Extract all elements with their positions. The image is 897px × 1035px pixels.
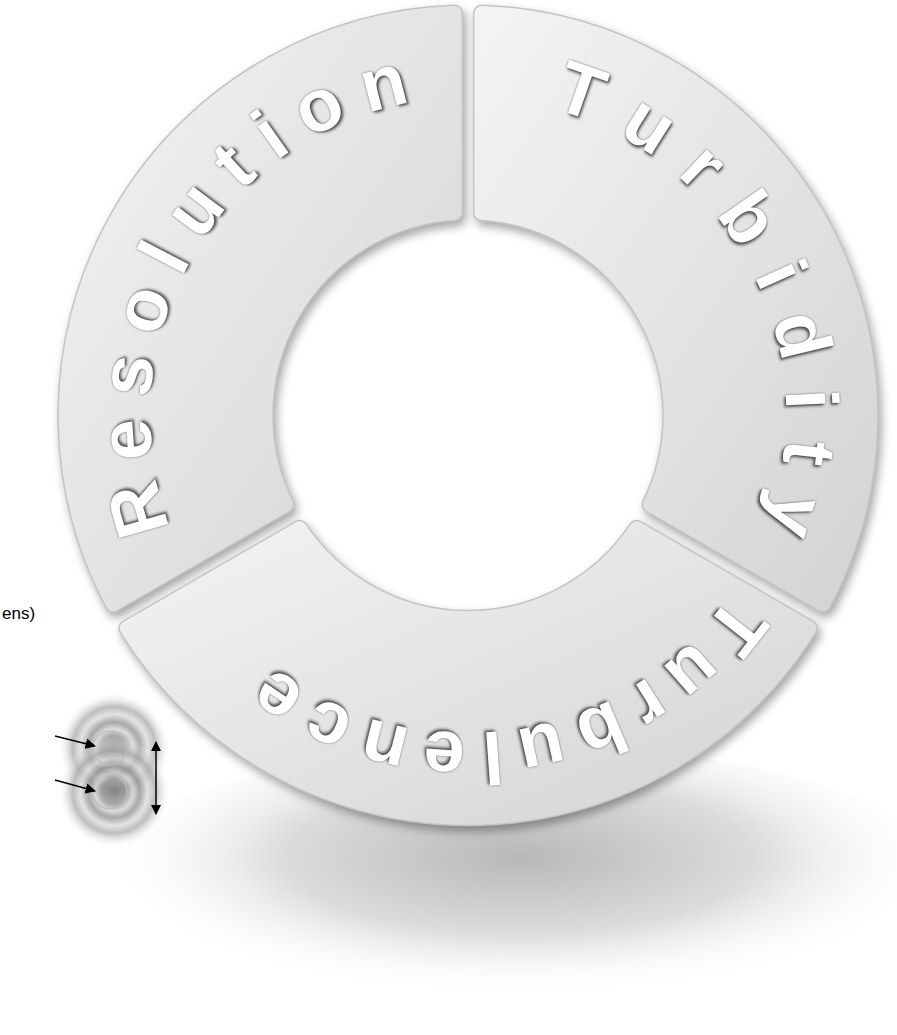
label-letter: u — [151, 168, 237, 249]
label-letter: i — [240, 99, 300, 171]
label-letter: u — [611, 81, 689, 168]
label-letter: y — [754, 485, 837, 546]
label-letter: i — [743, 250, 819, 299]
side-note: ens) — [2, 604, 35, 624]
pointer-arrow — [55, 736, 95, 746]
label-letter: o — [100, 276, 184, 342]
label-letter: l — [126, 230, 201, 282]
ring-segment: Turbulence — [109, 509, 827, 830]
label-letter: d — [760, 304, 843, 365]
segment-label: Turbulence — [109, 509, 827, 830]
label-letter: b — [567, 688, 638, 774]
label-letter: i — [773, 387, 848, 411]
label-letter: u — [512, 709, 572, 791]
separation-arrow — [155, 742, 157, 814]
ring-segment: Turbidity — [464, 1, 882, 624]
label-letter: r — [668, 130, 740, 203]
label-letter: n — [352, 41, 414, 124]
label-letter: e — [238, 657, 314, 741]
label-letter: T — [548, 49, 615, 134]
label-letter: e — [421, 719, 467, 796]
ring-segment: Resolution — [54, 1, 472, 624]
airy-disks — [58, 692, 170, 848]
label-letter: l — [480, 719, 506, 794]
label-letter: t — [771, 436, 847, 469]
label-letter: s — [88, 350, 166, 400]
label-letter: c — [293, 686, 361, 770]
label-letter: e — [87, 416, 164, 462]
label-letter: t — [199, 129, 268, 200]
label-letter: R — [95, 474, 181, 546]
label-letter: n — [353, 706, 415, 789]
segment-label: Resolution — [54, 1, 472, 624]
label-letter: b — [706, 178, 793, 257]
segment-label: Turbidity — [464, 1, 882, 624]
pointer-arrow — [55, 780, 95, 791]
label-letter: o — [282, 63, 355, 149]
